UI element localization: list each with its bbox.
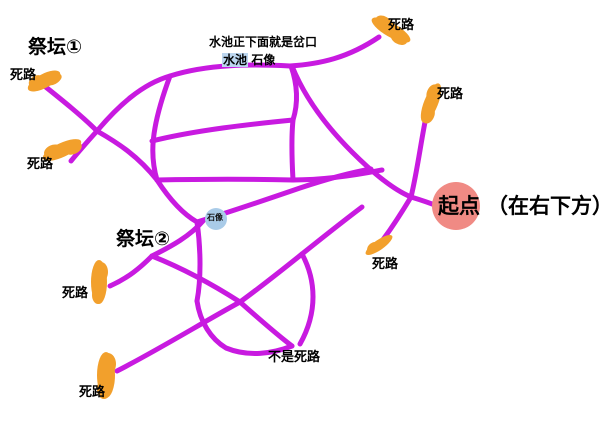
pool-note-sub: 水池 石像	[222, 53, 276, 67]
start-point-circle[interactable]	[432, 182, 480, 230]
not-dead-end-label: 不是死路	[268, 349, 321, 364]
path-middle-horizontal	[154, 176, 296, 183]
path-main-diagonal	[289, 63, 414, 200]
statue-keyword: 石像	[251, 53, 276, 67]
deadend-marker-top-left	[27, 70, 62, 92]
altar-1-label: 祭坛①	[28, 37, 83, 58]
path-left-vertical	[94, 128, 160, 183]
deadend-marker-mid-left	[42, 139, 82, 161]
deadend-label-bottom-left: 死路	[79, 384, 106, 399]
path-altar2-down	[149, 218, 206, 259]
start-point-note: （在右下方）	[487, 195, 600, 218]
path-statue-to-junctionB	[154, 177, 200, 225]
deadend-label-mid-left: 死路	[27, 156, 54, 171]
deadend-marker-top-right	[371, 15, 411, 45]
pool-keyword: 水池	[222, 53, 249, 67]
path-lowerleft-deadend	[107, 253, 155, 289]
path-bottomleft-deadend	[114, 299, 243, 374]
path-lower-diagonal	[149, 253, 243, 305]
path-statue-vertical	[194, 219, 203, 304]
path-deadend-midleft	[68, 128, 100, 164]
deadend-marker-lower-left	[91, 260, 108, 304]
deadend-markers	[27, 15, 442, 399]
path-top-right-to-deadend	[287, 34, 382, 69]
statue-marker-label: 石像	[207, 213, 223, 222]
deadend-label-lower-left: 死路	[62, 285, 89, 300]
route-paths	[39, 34, 443, 374]
deadend-label-top-left: 死路	[10, 67, 37, 82]
altar-2-label: 祭坛②	[116, 229, 171, 250]
pool-note-main: 水池正下面就是岔口	[209, 35, 318, 49]
deadend-label-top-right: 死路	[388, 17, 415, 32]
deadend-marker-bottom-center	[365, 234, 393, 256]
deadend-marker-right	[420, 83, 442, 124]
path-not-deadend-tail	[237, 299, 295, 349]
path-inner-left-loop	[150, 73, 173, 183]
deadend-marker-bottom-left	[97, 352, 116, 399]
start-point-label: 起点	[438, 195, 480, 218]
path-hub-to-right-deadend	[408, 119, 428, 200]
deadend-label-bottom-center: 死路	[372, 256, 399, 271]
path-center-vertical	[289, 117, 296, 183]
statue-marker-circle[interactable]	[205, 208, 227, 230]
path-altar1-branch	[39, 81, 100, 134]
deadend-label-right: 死路	[437, 86, 464, 101]
path-bottom-u	[194, 298, 295, 357]
path-lower-loop-right	[297, 251, 316, 347]
path-upper-inner-horizontal	[149, 117, 296, 144]
